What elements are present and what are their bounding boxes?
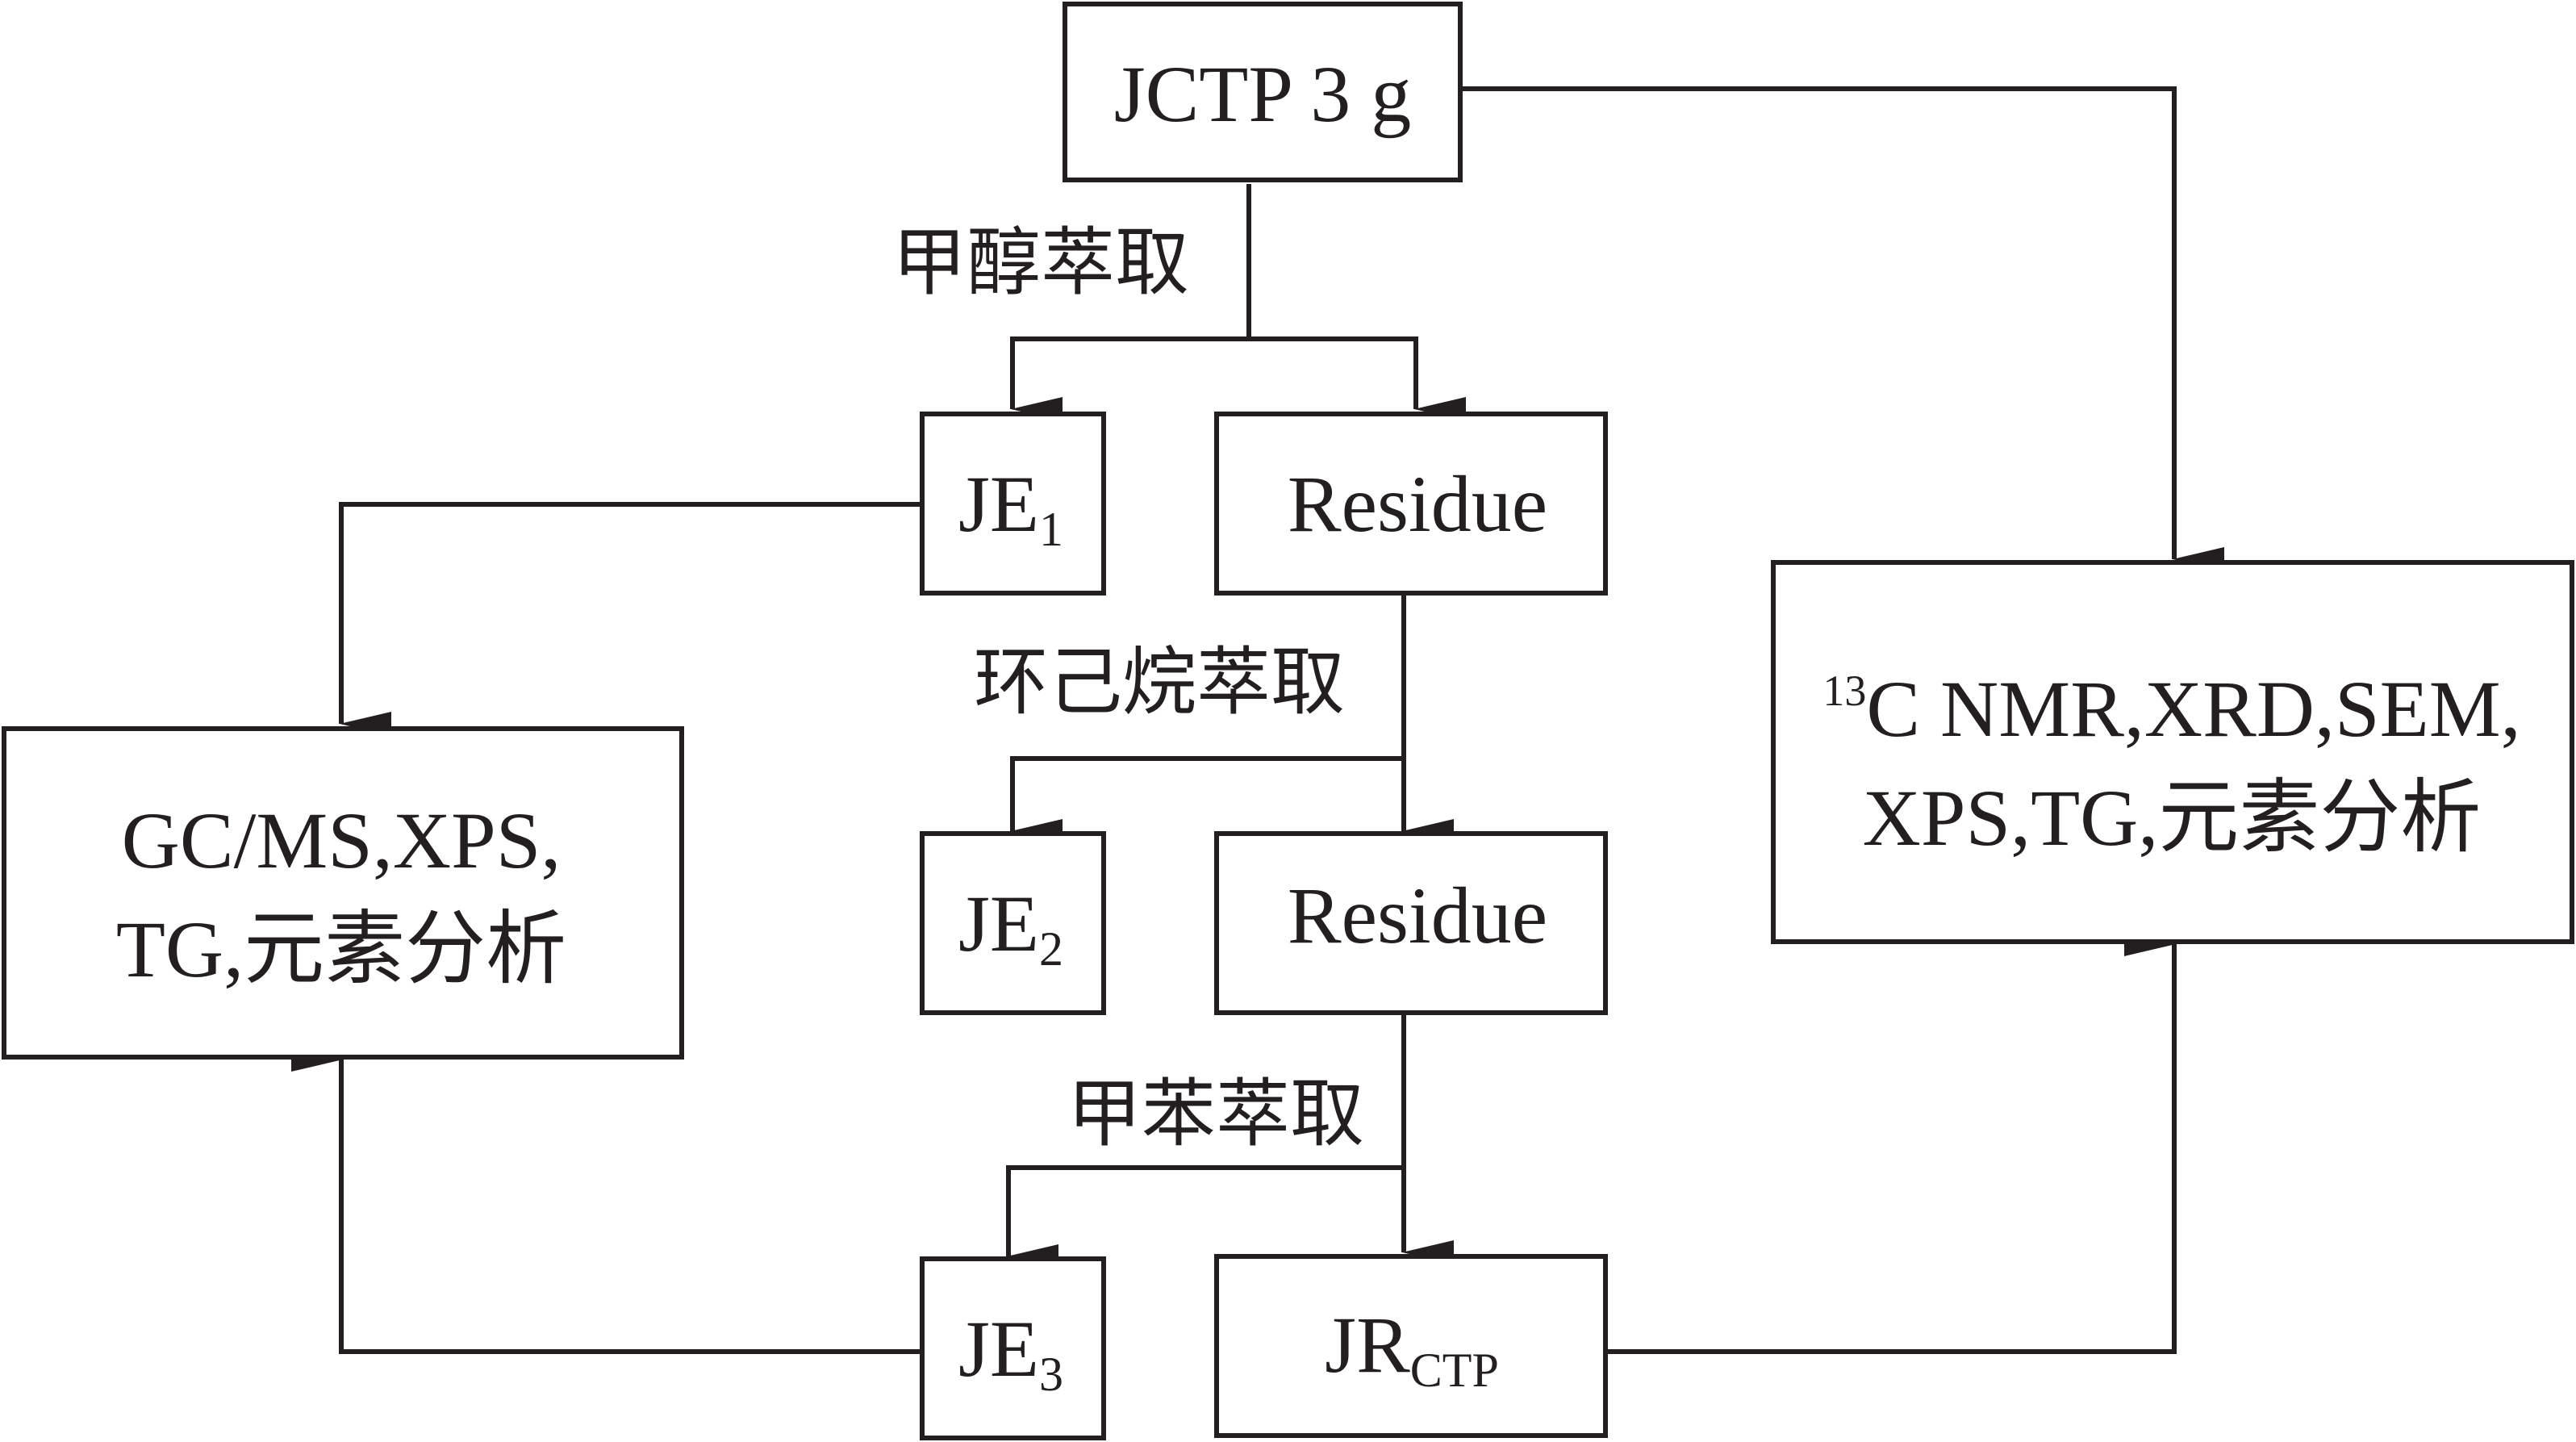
node-analysis-left-line2: TG,元素分析: [116, 905, 566, 994]
edge-jrctp-to-right-analysis: [1605, 932, 2177, 1354]
edge-split2-to-je2: [1010, 756, 1404, 843]
node-source: JCTP 3 g: [1063, 2, 1463, 182]
node-analysis-right: 13C NMR,XRD,SEM, XPS,TG,元素分析: [1771, 560, 2574, 944]
node-jrctp: JRCTP: [1214, 1254, 1608, 1438]
node-analysis-right-line1: 13C NMR,XRD,SEM,: [1822, 664, 2520, 754]
node-je1-label: JE1: [958, 459, 1063, 556]
edge-split3-to-je3: [1006, 1165, 1404, 1269]
edges: [291, 86, 2224, 1354]
edge-source-to-right-analysis: [1460, 86, 2224, 571]
node-je2-label: JE2: [958, 879, 1063, 976]
node-residue-1-label: Residue: [1288, 459, 1547, 549]
node-analysis-left-line1: GC/MS,XPS,: [122, 796, 562, 885]
edge-label-methanol-extraction: 甲醇萃取: [892, 222, 1189, 304]
node-residue-1: Residue: [1214, 412, 1608, 596]
node-analysis-left: GC/MS,XPS, TG,元素分析: [2, 726, 684, 1060]
edge-label-toluene-extraction: 甲苯萃取: [1067, 1073, 1364, 1156]
node-source-label: JCTP 3 g: [1114, 49, 1412, 139]
edge-split1-to-residue1: [1249, 336, 1466, 421]
node-residue-2: Residue: [1214, 831, 1608, 1015]
node-je1: JE1: [920, 412, 1106, 596]
edge-je1-to-left-analysis: [339, 502, 922, 736]
node-je3: JE3: [920, 1256, 1106, 1440]
node-je3-label: JE3: [958, 1304, 1063, 1401]
edge-split1-to-je1: [1010, 336, 1249, 421]
edge-label-cyclohexane-extraction: 环己烷萃取: [974, 642, 1345, 724]
node-je2: JE2: [920, 831, 1106, 1015]
edge-je3-to-left-analysis: [291, 1047, 922, 1354]
node-residue-2-label: Residue: [1288, 871, 1547, 960]
node-jrctp-label: JRCTP: [1325, 1300, 1499, 1397]
node-analysis-right-line2: XPS,TG,元素分析: [1863, 773, 2482, 863]
